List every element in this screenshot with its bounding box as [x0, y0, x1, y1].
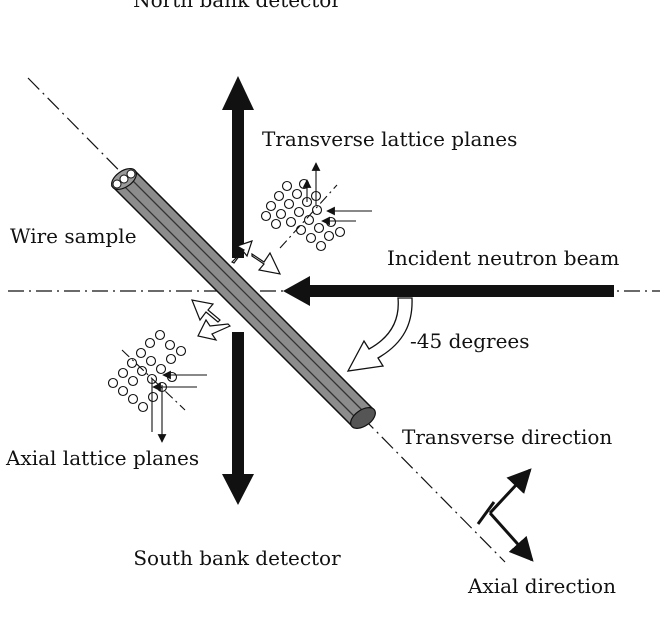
transverse-direction-label: Transverse direction: [402, 425, 612, 449]
north-detector-arrow: [222, 76, 254, 258]
wire-sample: [110, 168, 376, 429]
axial-lattice-group: [107, 329, 207, 443]
transverse-lattice-group: [260, 162, 372, 252]
transverse-direction-arrow: [488, 468, 532, 515]
north-detector-label: North bank detector: [133, 0, 341, 12]
axial-direction-arrow: [488, 512, 534, 562]
wire-sample-label: Wire sample: [10, 224, 137, 248]
diffracted-beam-arrows: [191, 240, 282, 341]
rotation-arrow: [346, 297, 413, 372]
incident-beam-arrow: [283, 276, 614, 306]
incident-beam-label: Incident neutron beam: [387, 246, 619, 270]
transverse-lattice-atoms: [260, 178, 346, 252]
south-detector-label: South bank detector: [133, 546, 341, 570]
axial-lattice-planes-label: Axial lattice planes: [5, 446, 199, 470]
transverse-lattice-planes-label: Transverse lattice planes: [262, 127, 517, 151]
axial-lattice-atoms: [107, 329, 187, 413]
south-detector-arrow: [222, 332, 254, 505]
direction-axes: [476, 468, 534, 562]
axial-direction-label: Axial direction: [467, 574, 616, 598]
angle-label: -45 degrees: [410, 329, 530, 353]
